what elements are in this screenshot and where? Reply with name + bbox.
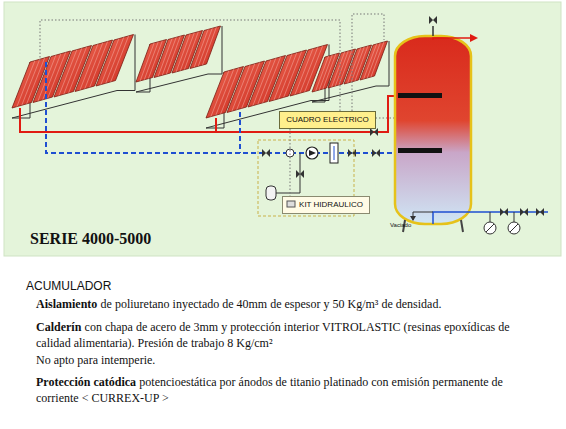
- collector-fin: [253, 60, 271, 106]
- control-wire: [352, 14, 384, 111]
- drain-pipe: [413, 212, 433, 213]
- flow-meter-scale: [334, 146, 335, 160]
- control-wire: [40, 20, 340, 111]
- heat-exchanger: [398, 148, 442, 153]
- collector-stand: [312, 41, 389, 102]
- heat-exchanger: [398, 93, 442, 98]
- collector-fin: [198, 28, 212, 66]
- collector-fin: [80, 44, 98, 90]
- kit-pipe: [300, 153, 301, 182]
- expansion-vessel: [266, 186, 276, 200]
- collector-fin: [316, 56, 329, 91]
- gauge-pipe: [514, 212, 515, 222]
- collector-fin: [367, 43, 380, 78]
- green-panel: [4, 2, 561, 256]
- flow-meter: [330, 143, 338, 163]
- collector-fin: [364, 44, 377, 79]
- spec-term: Aislamiento: [36, 297, 97, 311]
- collector-panel: [360, 41, 388, 80]
- valve: [262, 149, 270, 157]
- outlet-arrow: [470, 34, 478, 42]
- valve: [262, 128, 380, 157]
- valve: [500, 208, 508, 216]
- safety-valve: [296, 170, 304, 178]
- hot-outlet: [433, 38, 470, 40]
- box-label: KIT HIDRAULICO: [299, 200, 363, 210]
- collector-panel: [190, 26, 221, 69]
- tank-outlet: [432, 26, 434, 36]
- spec-term: Protección catódica: [36, 375, 136, 389]
- kit-pipe: [276, 193, 300, 194]
- collector-fin: [371, 42, 384, 77]
- hot-pipe: [20, 96, 398, 132]
- spec-text: No apto para intemperie.: [36, 353, 155, 367]
- solar-collectors: [12, 26, 389, 128]
- gauge-mark: [486, 224, 518, 232]
- cold-pipe: [46, 62, 398, 153]
- collector-fin: [176, 34, 190, 72]
- spec-paragraph: Aislamiento de poliuretano inyectado de 4…: [36, 296, 536, 312]
- collector-stand: [136, 26, 222, 92]
- collector-panel: [96, 35, 134, 87]
- drain-arrow: [410, 216, 416, 221]
- collector-stand: [12, 35, 135, 119]
- spec-paragraph: Calderíncon chapa de acero de 3mm y prot…: [36, 319, 536, 351]
- electrical-panel-box: CUADRO ELECTRICO: [279, 111, 376, 129]
- pump-arrow: [309, 150, 316, 156]
- spec-paragraph: No apto para intemperie.: [36, 352, 536, 368]
- box-label: CUADRO ELECTRICO: [286, 115, 369, 125]
- series-title: SERIE 4000-5000: [30, 230, 151, 248]
- spec-term: Calderín: [36, 320, 81, 334]
- tank-leg: [461, 220, 463, 232]
- spec-text: con chapa de acero de 3mm y protección i…: [36, 320, 510, 350]
- kit-icon: [287, 201, 295, 207]
- spec-paragraph: Protección catódicapotencioestática por …: [36, 374, 536, 406]
- cold-pipe: [46, 62, 398, 153]
- collector-fin: [59, 50, 77, 96]
- circulation-pump: [306, 147, 318, 159]
- collector-fin: [101, 39, 119, 85]
- hot-pipe: [20, 96, 398, 132]
- collector-fin: [202, 27, 216, 65]
- collector-fin: [106, 37, 124, 83]
- storage-tank: [395, 36, 471, 224]
- collector-fin: [211, 71, 229, 117]
- collector-fin: [295, 49, 313, 95]
- air-valve: [429, 16, 437, 24]
- control-wire: [40, 14, 395, 118]
- collector-fin: [111, 36, 129, 82]
- valve: [348, 149, 356, 157]
- hot-pipe: [215, 118, 217, 132]
- collector-fin: [332, 52, 345, 87]
- collector-fin: [194, 29, 208, 67]
- collector-array: [312, 41, 389, 102]
- collector-fin: [140, 43, 154, 81]
- cold-pipe: [239, 112, 241, 153]
- collector-array: [12, 35, 135, 119]
- collector-fin: [348, 48, 361, 83]
- collector-fin: [274, 54, 292, 100]
- section-heading: ACUMULADOR: [26, 279, 111, 293]
- valve: [500, 208, 544, 216]
- collector-fin: [17, 61, 35, 107]
- collector-fin: [232, 65, 250, 111]
- collector-fin: [158, 38, 172, 76]
- gauge-pipe: [490, 212, 491, 222]
- kit-pipe: [300, 182, 301, 193]
- valve: [520, 208, 528, 216]
- collector-array: [136, 26, 222, 92]
- valve: [372, 149, 380, 157]
- control-wire: [290, 129, 291, 196]
- valve: [370, 128, 378, 136]
- valve: [536, 208, 544, 216]
- kit-icon: [286, 199, 296, 209]
- hydraulic-kit-box: KIT HIDRAULICO: [282, 196, 370, 214]
- spec-text: de poliuretano inyectado de 40mm de espe…: [101, 297, 442, 311]
- drain-label: Vaciado: [390, 222, 411, 228]
